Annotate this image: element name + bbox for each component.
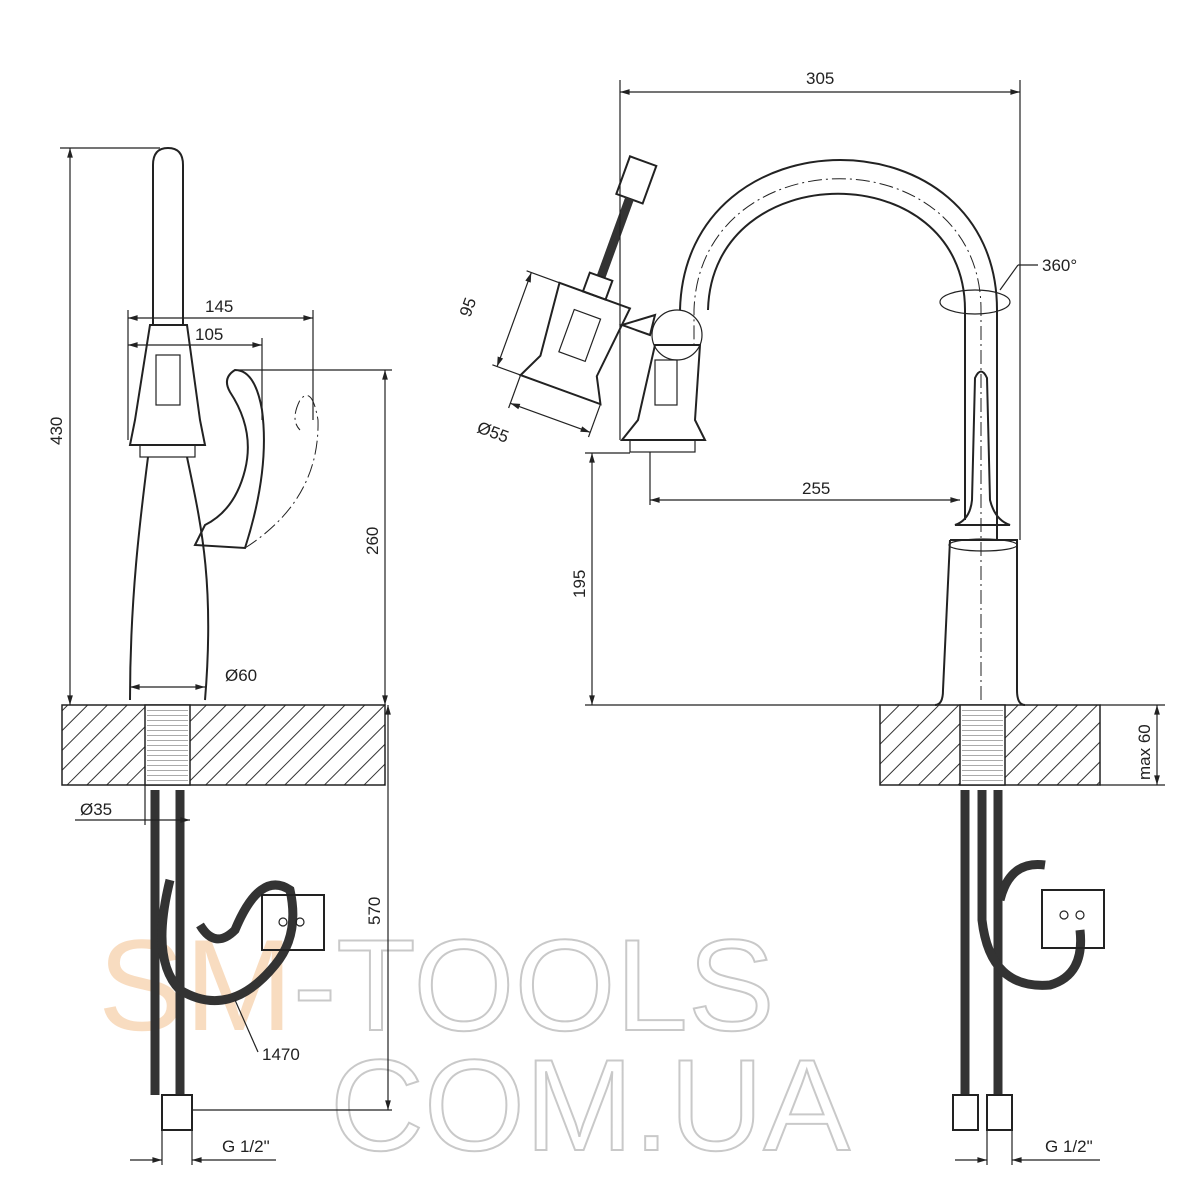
dim-95: 95 (456, 295, 480, 319)
dim-thread-front: G 1/2" (1045, 1137, 1093, 1156)
watermark-line1: SM-TOOLS (98, 912, 775, 1058)
watermark-tools: -TOOLS (293, 912, 775, 1058)
front-counterweight (1041, 889, 1105, 949)
rotation-indicator (939, 289, 1011, 315)
gooseneck-inner (707, 192, 966, 520)
dim-105: 105 (195, 325, 223, 344)
counterweight (261, 894, 325, 951)
fitting (161, 1094, 193, 1131)
side-view: 430 145 105 260 Ø60 Ø35 570 1470 G 1/2" (47, 146, 392, 1165)
gooseneck-outer (679, 159, 998, 540)
spray-head-hose-end (615, 155, 658, 205)
lever (193, 368, 265, 550)
dim-thread-side: G 1/2" (222, 1137, 270, 1156)
dim-570: 570 (365, 897, 384, 925)
pullout-hose (157, 878, 298, 1006)
dim-diameter-55: Ø55 (475, 418, 512, 447)
dim-diameter-60: Ø60 (225, 666, 257, 685)
spray-head-detail (492, 155, 658, 438)
front-spray-head (619, 344, 707, 441)
dim-255: 255 (802, 479, 830, 498)
spout-rod (152, 146, 184, 325)
front-view: 360° 305 255 195 max 60 G 1/2" (570, 69, 1165, 1165)
front-body (934, 539, 1026, 706)
spray-head-body (518, 281, 632, 406)
countertop (61, 704, 386, 786)
dim-360-degrees: 360° (1042, 256, 1077, 275)
spout-head (128, 324, 207, 446)
dim-305: 305 (806, 69, 834, 88)
dim-430: 430 (47, 417, 66, 445)
dim-diameter-35: Ø35 (80, 800, 112, 819)
lever-alt-position (244, 395, 319, 549)
watermark-sm: SM (98, 912, 293, 1058)
front-lever (954, 370, 1011, 526)
nozzle (139, 444, 196, 458)
watermark-domain: COM.UA (330, 1032, 850, 1178)
dim-1470: 1470 (262, 1045, 300, 1064)
head-window (155, 354, 181, 406)
dim-max-60: max 60 (1135, 724, 1154, 780)
dim-145: 145 (205, 297, 233, 316)
watermark: SM-TOOLS COM.UA (98, 911, 851, 1179)
faucet-body (129, 456, 210, 701)
dim-260: 260 (363, 527, 382, 555)
dim-195: 195 (570, 570, 589, 598)
